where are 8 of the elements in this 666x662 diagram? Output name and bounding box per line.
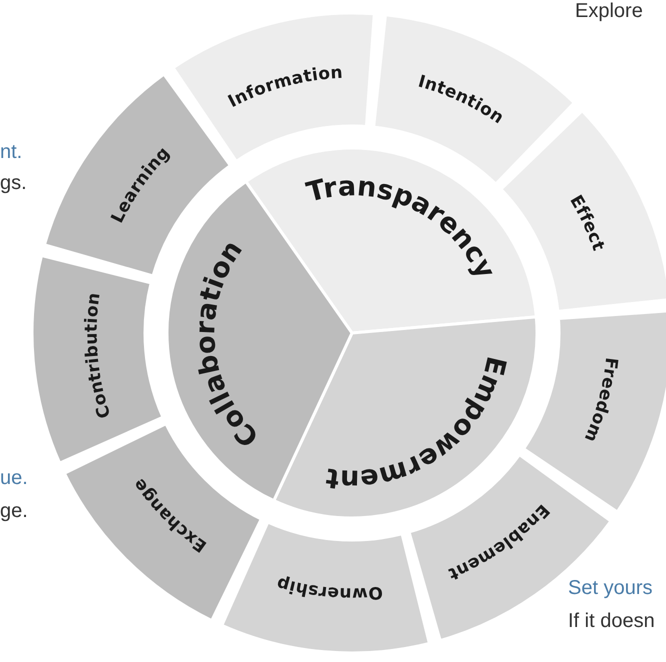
note-text: ge. bbox=[0, 500, 28, 522]
note-text: Set yours bbox=[568, 577, 652, 599]
note-text: nt. bbox=[0, 141, 22, 163]
note-text: If it doesn bbox=[568, 610, 655, 632]
note-text: Explore bbox=[575, 0, 643, 22]
note-text: gs. bbox=[0, 172, 27, 194]
note-text: ue. bbox=[0, 467, 28, 489]
segment-label: Ownership bbox=[274, 572, 384, 604]
